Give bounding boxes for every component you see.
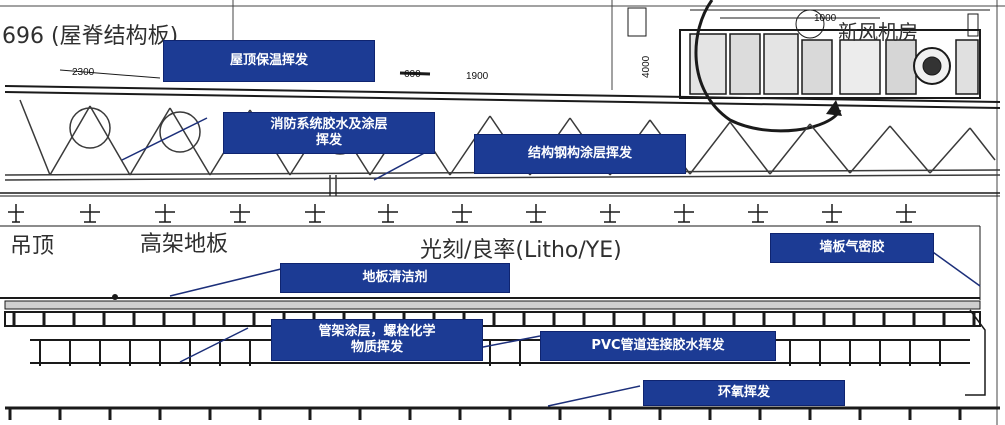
roof-line bbox=[4, 69, 1001, 109]
litho-area-label: 光刻/良率(Litho/YE) bbox=[420, 238, 622, 263]
leader-lines bbox=[121, 117, 981, 407]
steel-coating-tag: 结构钢构涂层挥发 bbox=[474, 134, 686, 174]
dimension-600: 600 bbox=[404, 69, 421, 80]
dimension-2300: 2300 bbox=[72, 67, 95, 78]
ceiling-fixtures bbox=[0, 192, 1000, 300]
floor-cleaner-tag: 地板清洁剂 bbox=[280, 263, 510, 293]
wall-sealant-tag: 墙板气密胶 bbox=[770, 233, 934, 263]
dimension-1000: 1000 bbox=[814, 13, 837, 24]
dimension-4000: 4000 bbox=[641, 55, 652, 78]
ceiling-label: 吊顶 bbox=[10, 234, 55, 259]
raised-floor-label: 高架地板 bbox=[140, 232, 229, 257]
dimension-1900: 1900 bbox=[466, 71, 489, 82]
pipe-rack-tag: 管架涂层，螺栓化学 物质挥发 bbox=[271, 319, 483, 361]
raised-floor-grating bbox=[0, 294, 981, 327]
machine-room-equipment bbox=[627, 0, 990, 133]
subfab-piping bbox=[5, 309, 1000, 420]
pvc-glue-tag: PVC管道连接胶水挥发 bbox=[540, 331, 776, 361]
epoxy-tag: 环氧挥发 bbox=[643, 380, 845, 406]
fire-system-tag: 消防系统胶水及涂层 挥发 bbox=[223, 112, 435, 154]
roof-structure-label: 696 (屋脊结构板) bbox=[2, 24, 179, 49]
machine-room-label: 新风机房 bbox=[838, 20, 918, 44]
roof-insulation-tag: 屋顶保温挥发 bbox=[163, 40, 375, 82]
